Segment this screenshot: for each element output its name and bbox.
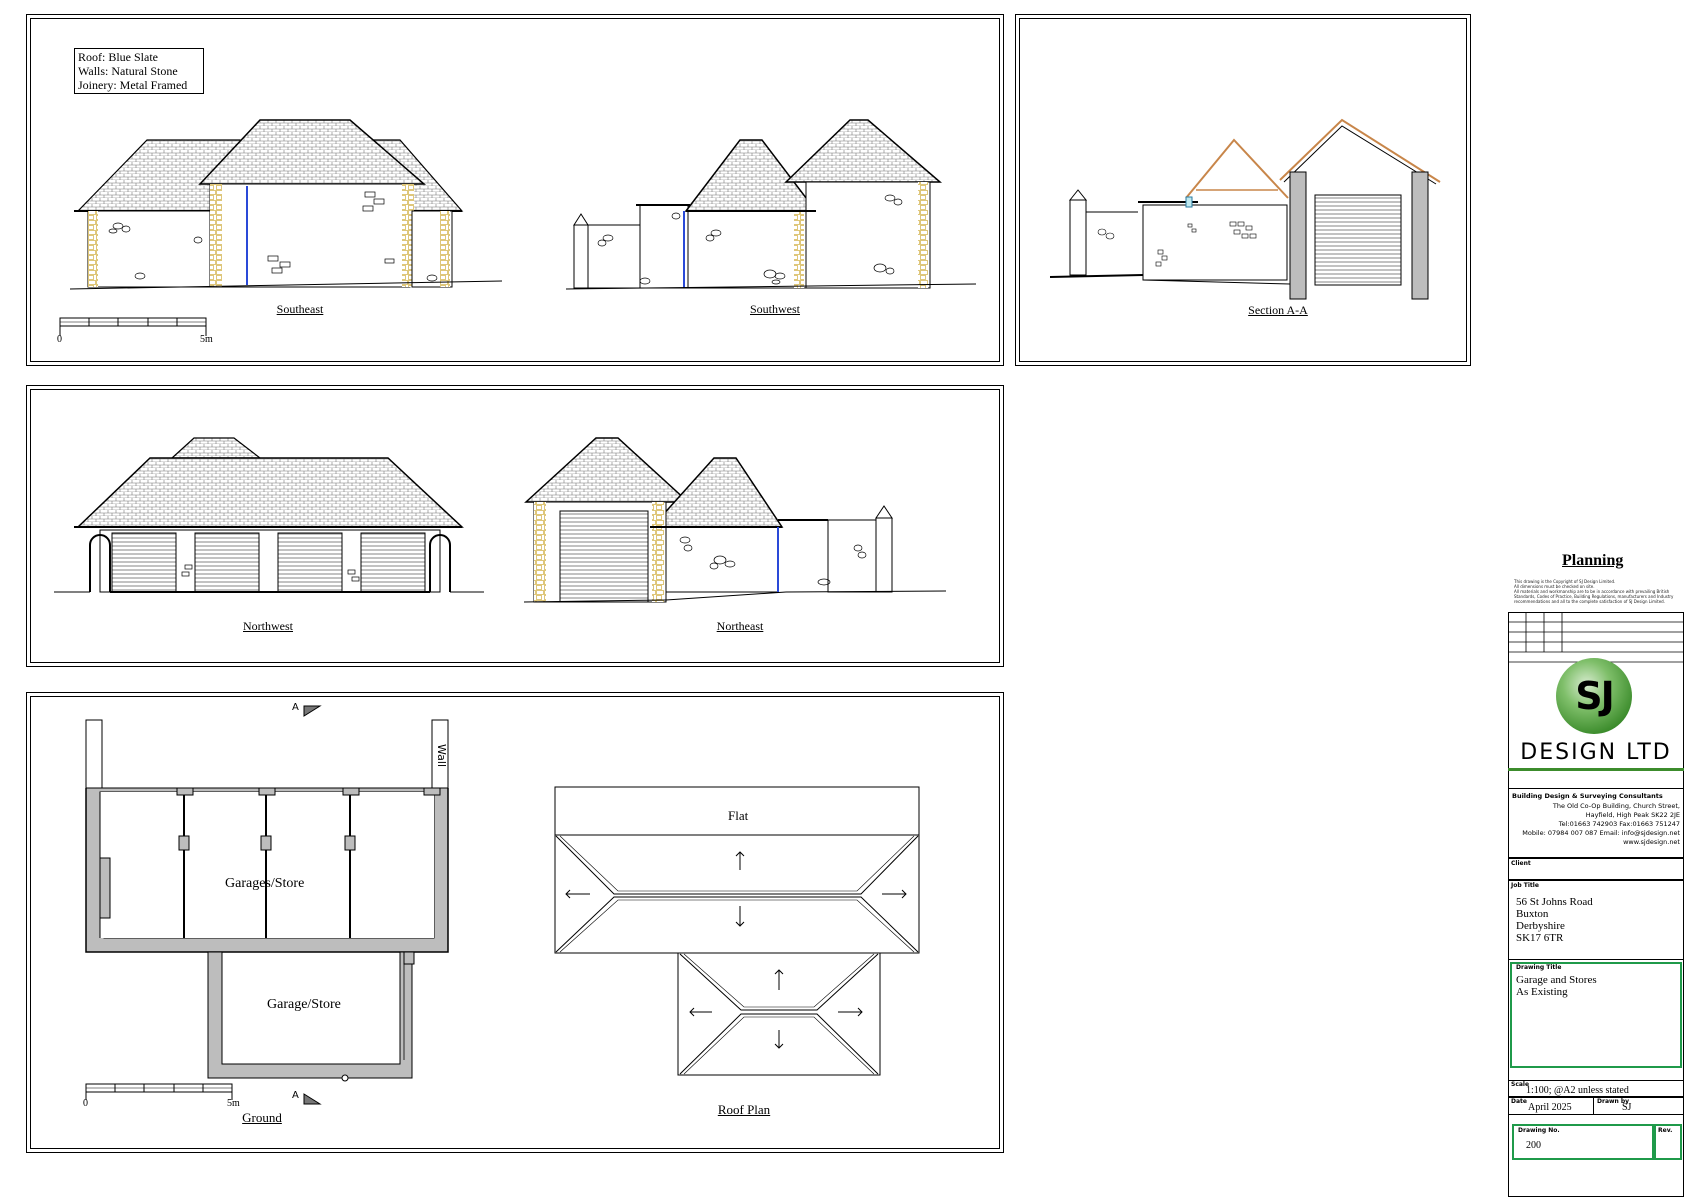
copyright-notes: This drawing is the Copyright of SJ Desi… [1514,579,1684,604]
scale-bar-elevations [59,317,207,336]
address-line: Tel:01663 742903 Fax:01663 751247 [1558,820,1680,828]
materials-joinery: Joinery: Metal Framed [78,78,188,92]
date-value: April 2025 [1528,1102,1572,1113]
logo-underline [1508,768,1684,771]
job-title-label: Job Title [1511,882,1539,889]
southeast-elevation [69,119,503,290]
scale-end-plan: 5m [227,1098,240,1109]
scale-start-elev: 0 [57,334,62,345]
address-line: The Old Co-Op Building, Church Street, [1552,802,1680,810]
scale-start-plan: 0 [83,1098,88,1109]
copyright-line: All dimensions must be checked on site. [1514,584,1595,589]
section-marker-bottom: A [292,1090,299,1101]
revision-grid [1508,612,1684,663]
logo-circle [1556,658,1632,734]
address-line: Mobile: 07984 007 087 Email: info@sjdesi… [1522,829,1680,837]
client-box [1508,858,1684,880]
logo-letters: SJ [1575,674,1615,718]
label-section: Section A-A [1248,303,1308,317]
label-southeast: Southeast [276,302,324,316]
materials-walls: Walls: Natural Stone [78,64,178,78]
northwest-elevation [54,437,484,593]
scale-value: 1:100; @A2 unless stated [1526,1085,1629,1096]
materials-legend: Roof: Blue Slate Walls: Natural Stone Jo… [74,48,204,94]
drawing-number-label: Drawing No. [1518,1127,1560,1134]
label-northeast: Northeast [716,619,764,633]
scale-bar-plans [85,1083,233,1100]
label-garage-store: Garage/Store [267,997,341,1012]
northeast-elevation [523,437,947,603]
stage-title: Planning [1562,552,1624,569]
job-address-line: 56 St Johns Road [1516,896,1593,908]
drawing-number-value: 200 [1526,1140,1541,1151]
southwest-elevation [565,119,977,290]
title-block: Planning This drawing is the Copyright o… [1508,540,1684,1197]
scale-box [1508,1080,1684,1097]
job-address-line: Derbyshire [1516,920,1565,932]
job-title-box [1508,880,1684,960]
job-address: 56 St Johns Road Buxton Derbyshire SK17 … [1516,896,1593,944]
company-address: The Old Co-Op Building, Church Street, H… [1508,802,1680,847]
drawn-by-value: SJ [1622,1102,1632,1113]
drawing-number-box [1512,1124,1654,1160]
label-garages-store: Garages/Store [225,876,305,891]
drawing-title: Garage and Stores As Existing [1516,974,1597,998]
company-tagline: Building Design & Surveying Consultants [1512,792,1663,800]
label-southwest: Southwest [749,302,801,316]
drawing-title-box [1510,962,1682,1068]
copyright-line: All materials and workmanship are to be … [1514,589,1670,594]
label-roof-plan: Roof Plan [717,1102,771,1117]
copyright-line: Standards, Codes of Practice, Building R… [1514,594,1674,599]
section-frame [1015,14,1471,366]
materials-roof: Roof: Blue Slate [78,50,158,64]
address-line: www.sjdesign.net [1623,838,1680,846]
company-details [1508,788,1684,858]
date-label: Date [1511,1098,1527,1105]
plans-frame [26,692,1004,1153]
label-ground: Ground [242,1110,282,1125]
drawing-title-line: Garage and Stores [1516,974,1597,986]
client-label: Client [1511,860,1531,867]
section-a-a [1049,118,1441,300]
rev-box [1654,1124,1682,1160]
roof-plan [554,786,920,1076]
copyright-line: This drawing is the Copyright of SJ Desi… [1514,579,1616,584]
address-line: Hayfield, High Peak SK22 2JE [1585,811,1680,819]
elevations-frame-middle [26,385,1004,667]
scale-end-elev: 5m [200,334,213,345]
rev-label: Rev. [1658,1127,1673,1134]
drawing-title-line: As Existing [1516,986,1568,998]
drawing-title-label: Drawing Title [1516,964,1562,971]
label-wall: Wall [435,744,448,768]
elevations-frame-top [26,14,1004,366]
job-address-line: SK17 6TR [1516,932,1564,944]
company-name: DESIGN LTD [1520,740,1672,765]
job-address-line: Buxton [1516,908,1549,920]
scale-label: Scale [1511,1081,1530,1088]
ground-floor-plan [85,705,449,1105]
drawn-by-box [1594,1097,1684,1115]
drawn-by-label: Drawn by [1597,1098,1630,1105]
copyright-line: recommendations and all to the complete … [1514,599,1665,604]
date-box [1508,1097,1594,1115]
label-northwest: Northwest [243,619,293,633]
label-flat: Flat [728,808,749,823]
section-marker-top: A [292,702,299,713]
